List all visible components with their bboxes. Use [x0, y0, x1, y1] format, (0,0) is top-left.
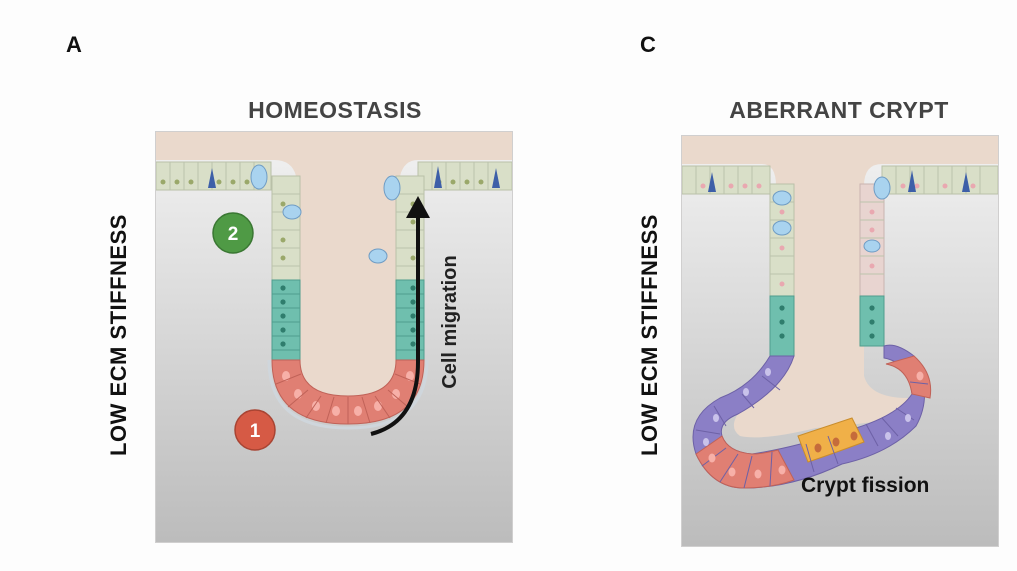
goblet-cell	[250, 164, 268, 190]
goblet-cell	[368, 248, 388, 264]
goblet-cell	[873, 176, 891, 200]
wall-pink-nuclei	[779, 209, 875, 287]
stem-cells-bottom	[695, 435, 795, 489]
ta-cell-borders	[272, 293, 424, 351]
wall-nuclei	[280, 201, 416, 261]
enteroendocrine-cell	[962, 172, 970, 192]
mutant-nuclei	[814, 431, 858, 453]
homeostasis-svg: Cell migration 2 1	[156, 132, 512, 542]
crypt-base-stem-cells	[271, 359, 425, 425]
epithelium-top-left	[682, 165, 771, 195]
stem-cells-right	[885, 355, 932, 399]
left-wall-differentiated	[271, 175, 301, 281]
aberrant-crypt-svg: Crypt fission	[682, 136, 998, 546]
enteroendocrine-cell	[208, 168, 216, 188]
epithelium-top-right	[881, 165, 998, 195]
lumen	[682, 136, 998, 438]
ta-nuclei	[280, 285, 416, 347]
epithelium-pink-nuclei	[700, 183, 976, 189]
aberrant-crypt-diagram: Crypt fission	[681, 135, 999, 547]
epithelium-cell-borders	[695, 166, 981, 194]
goblet-cell	[383, 175, 401, 201]
panel-letter-a: A	[66, 32, 82, 57]
goblet-cell	[772, 220, 792, 236]
marker-2	[212, 212, 254, 254]
crypt-fission-label: Crypt fission	[801, 474, 929, 497]
lumen	[156, 132, 512, 402]
marker-1	[234, 409, 276, 451]
basement-membrane	[267, 359, 429, 430]
enteroendocrine-cell	[434, 166, 442, 188]
enteroendocrine-cell	[708, 172, 716, 192]
cell-migration-label: Cell migration	[439, 255, 461, 388]
panel-title-homeostasis: HOMEOSTASIS	[248, 97, 422, 123]
enteroendocrine-cell	[908, 170, 916, 192]
homeostasis-diagram: Cell migration 2 1	[155, 131, 513, 543]
ta-nuclei	[779, 305, 875, 339]
marker-2-label: 2	[228, 224, 239, 245]
enteroendocrine-cell	[492, 168, 500, 188]
cell-migration-arrow-shaft	[370, 216, 420, 436]
marker-1-label: 1	[250, 421, 261, 442]
goblet-cell	[282, 204, 302, 220]
panel-letter-c: C	[640, 32, 656, 57]
goblet-cell	[772, 190, 792, 206]
left-wall-transit-amplifying	[271, 279, 301, 361]
goblet-cell	[863, 239, 881, 253]
mutant-cells	[797, 417, 865, 463]
side-label-low-ecm-stiffness: LOW ECM STIFFNESS	[106, 214, 131, 456]
wall-cell-borders	[770, 201, 884, 275]
stem-cell-borders	[275, 373, 421, 424]
left-wall-transit-amplifying	[769, 295, 795, 357]
aberrant-cell-borders	[695, 375, 929, 489]
panel-title-aberrant-crypt: ABERRANT CRYPT	[729, 97, 949, 123]
side-label-low-ecm-stiffness-c: LOW ECM STIFFNESS	[637, 214, 662, 456]
aberrant-nuclei	[703, 368, 911, 446]
stem-nuclei	[708, 371, 924, 479]
cell-migration-arrow-head	[406, 196, 430, 218]
